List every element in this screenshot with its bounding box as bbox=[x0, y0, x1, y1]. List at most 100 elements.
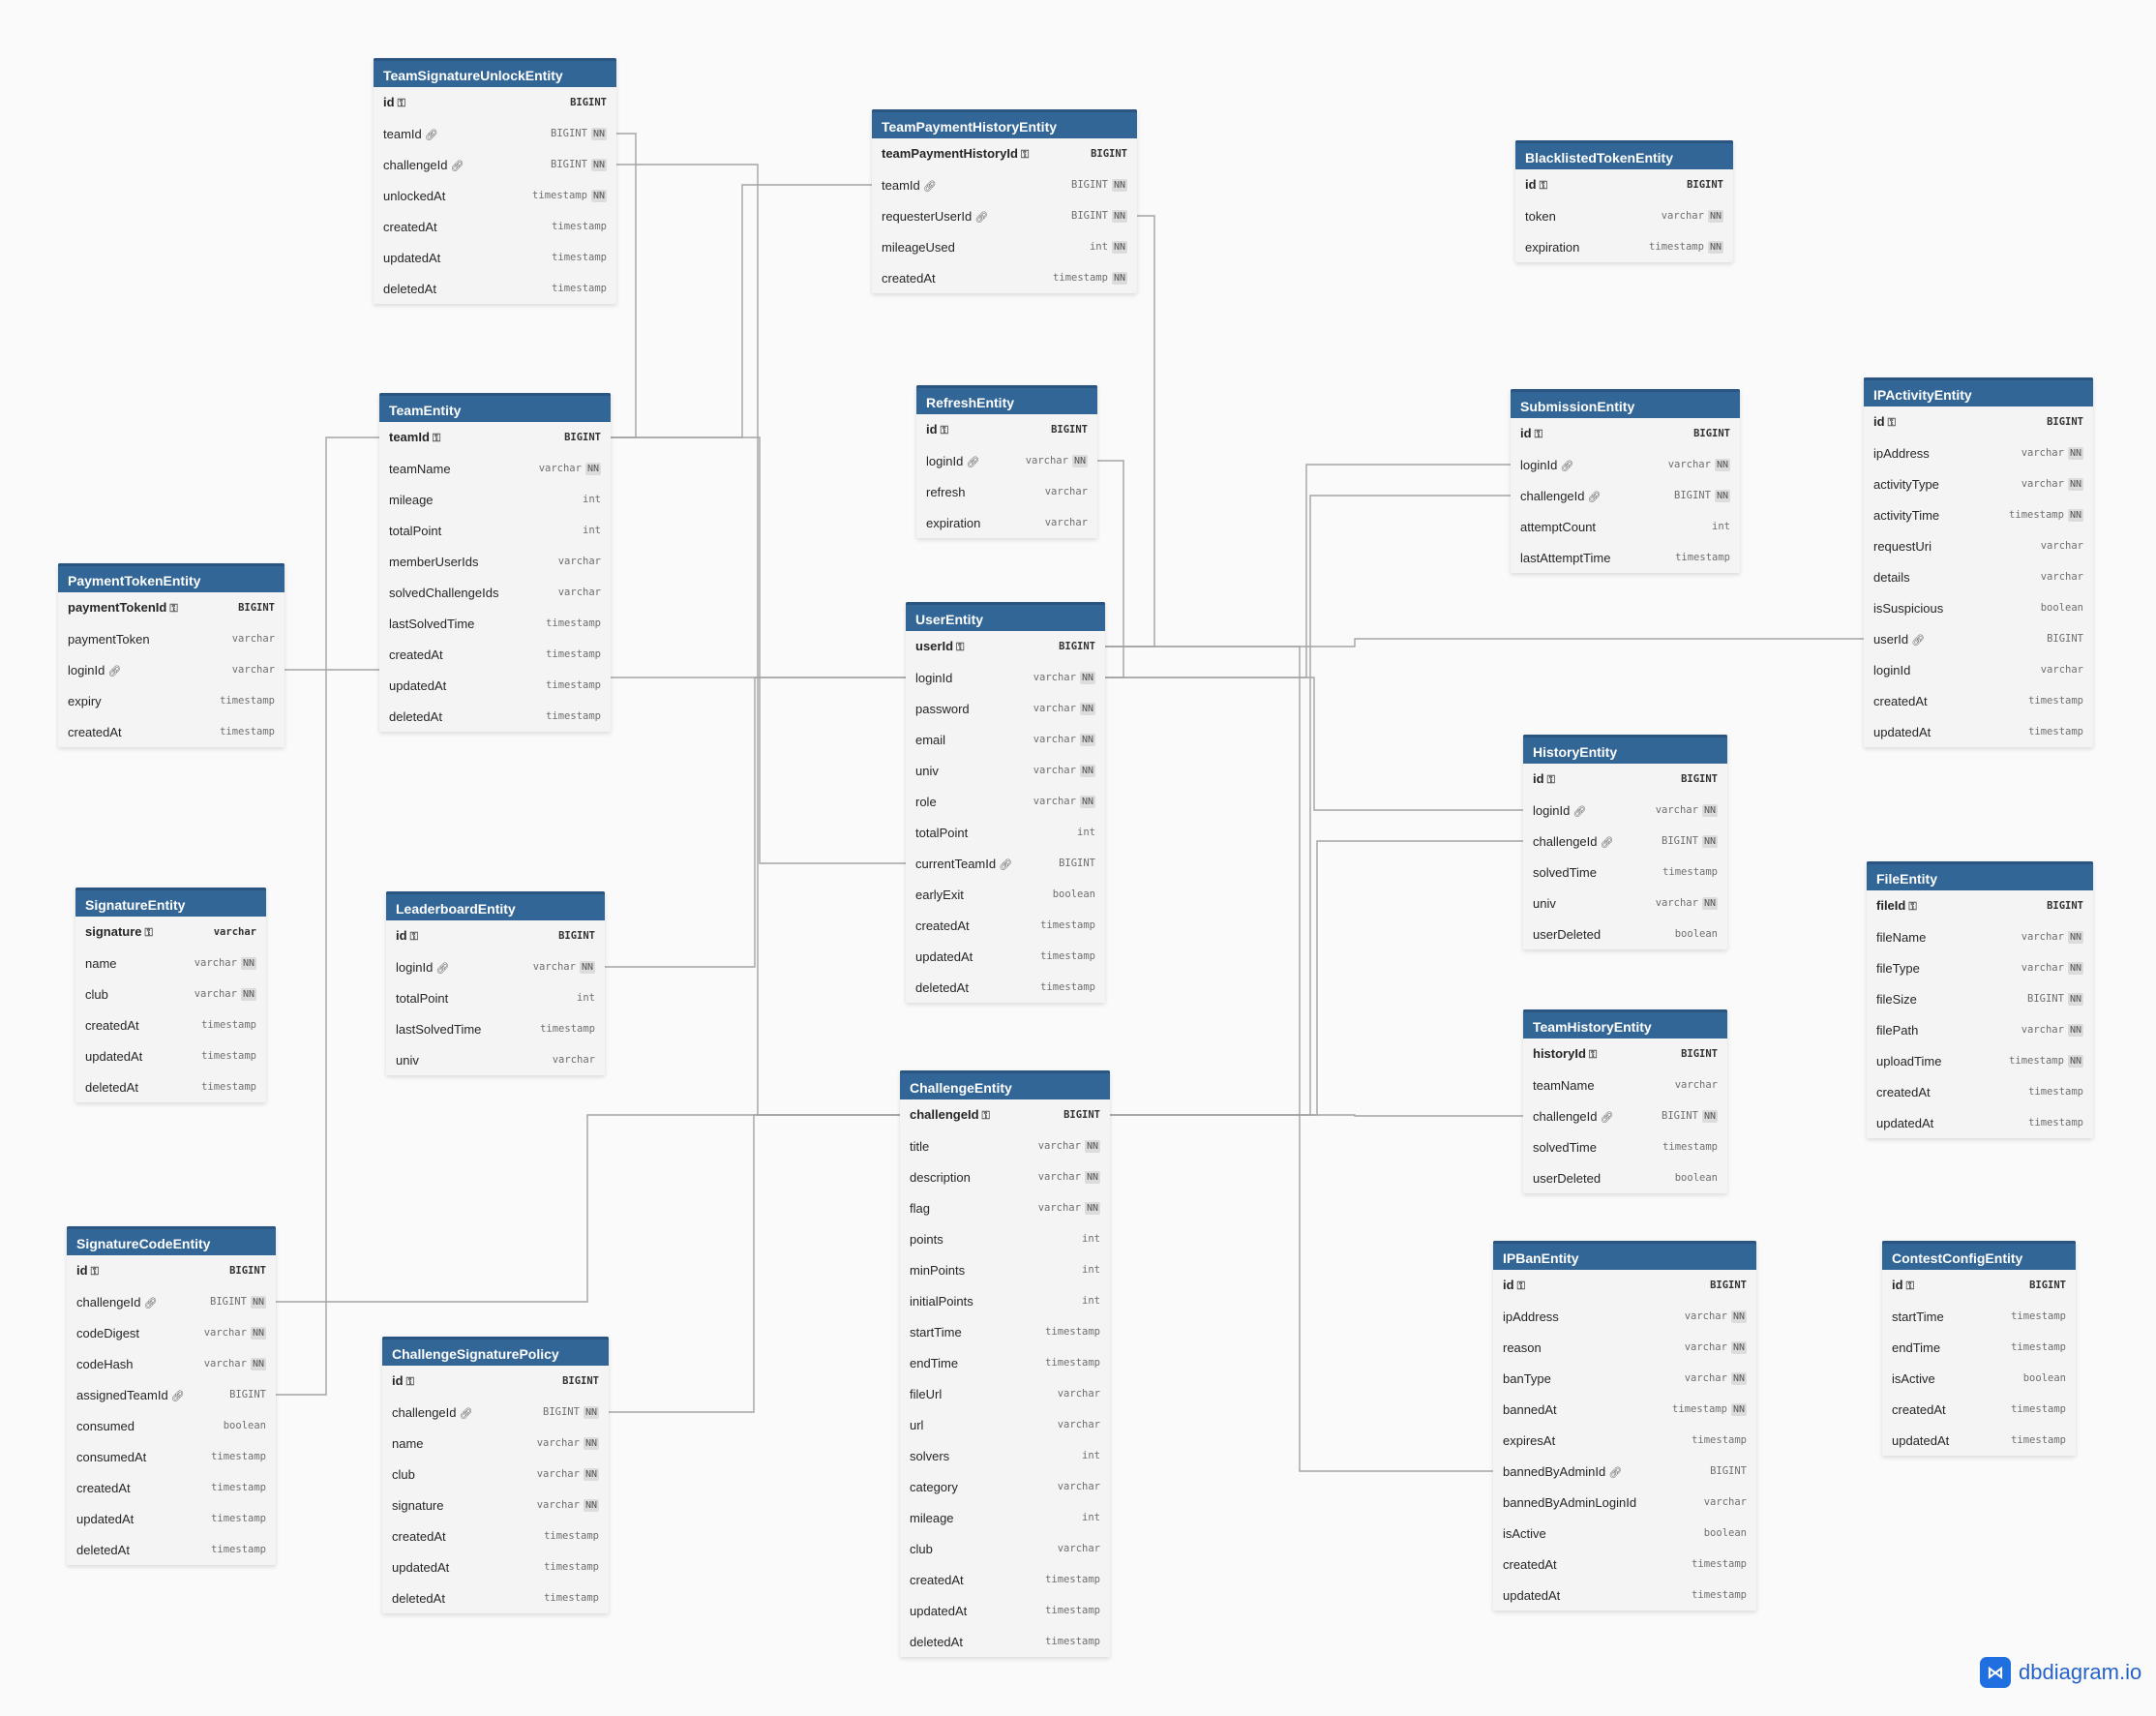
table-header[interactable]: UserEntity bbox=[906, 602, 1105, 631]
relationship-line[interactable] bbox=[616, 164, 900, 1116]
field-row[interactable]: challengeId⚿BIGINT bbox=[900, 1099, 1110, 1130]
table-header[interactable]: TeamHistoryEntity bbox=[1523, 1009, 1727, 1039]
field-row[interactable]: id⚿BIGINT bbox=[1515, 169, 1733, 200]
table-header[interactable]: IPActivityEntity bbox=[1864, 377, 2093, 406]
field-row[interactable]: paymentTokenId⚿BIGINT bbox=[58, 592, 284, 623]
field-row[interactable]: id⚿BIGINT bbox=[1523, 764, 1727, 795]
table-header[interactable]: ChallengeSignaturePolicy bbox=[382, 1337, 609, 1366]
relationship-line[interactable] bbox=[1105, 464, 1511, 678]
relationship-line[interactable] bbox=[611, 184, 872, 438]
table-header[interactable]: LeaderboardEntity bbox=[386, 891, 605, 920]
table-header[interactable]: ContestConfigEntity bbox=[1882, 1241, 2076, 1270]
relationship-line[interactable] bbox=[1105, 677, 1523, 811]
table-header[interactable]: TeamPaymentHistoryEntity bbox=[872, 109, 1137, 138]
field-row[interactable]: id⚿BIGINT bbox=[374, 87, 616, 118]
table-header[interactable]: TeamSignatureUnlockEntity bbox=[374, 58, 616, 87]
table-header[interactable]: RefreshEntity bbox=[916, 385, 1097, 414]
relationship-line[interactable] bbox=[605, 677, 906, 968]
relationship-line[interactable] bbox=[276, 1114, 900, 1303]
relationship-line[interactable] bbox=[1110, 840, 1523, 1116]
field-row[interactable]: userId⚿BIGINT bbox=[906, 631, 1105, 662]
dbdiagram-brand[interactable]: ⋈ dbdiagram.io bbox=[1980, 1657, 2141, 1688]
field-row[interactable]: loginId🔗︎varchar bbox=[58, 654, 284, 685]
table-header[interactable]: FileEntity bbox=[1867, 861, 2093, 890]
table-header[interactable]: SubmissionEntity bbox=[1511, 389, 1740, 418]
field-row[interactable]: id⚿BIGINT bbox=[382, 1366, 609, 1397]
table-header[interactable]: SignatureCodeEntity bbox=[67, 1226, 276, 1255]
